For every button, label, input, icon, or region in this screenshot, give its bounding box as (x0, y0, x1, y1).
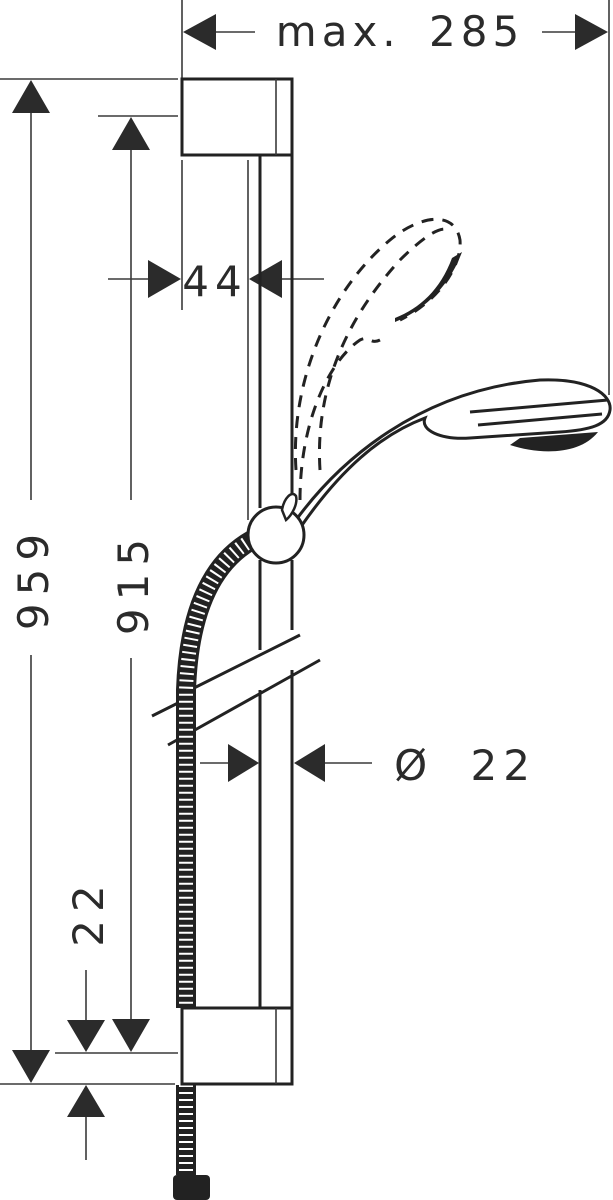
slide-rail (151, 155, 321, 1008)
slider-holder (246, 492, 306, 565)
max-reach-value: 285 (429, 7, 524, 56)
bracket-offset-value: 44 (182, 257, 247, 306)
shower-hose (173, 531, 258, 1200)
dimension-bracket-offset: 44 (108, 160, 324, 520)
hand-shower-alternate-position (293, 217, 462, 501)
bracket-height-value: 22 (64, 877, 113, 946)
dimension-overall-height: 959 (0, 78, 178, 1085)
rail-diameter-value: 22 (470, 741, 535, 790)
dimension-bracket-height: 22 (64, 877, 113, 1160)
hand-shower (294, 378, 612, 531)
bracket-spacing-value: 915 (109, 531, 158, 635)
diameter-symbol: Ø (394, 741, 433, 790)
bottom-wall-bracket (180, 1006, 294, 1086)
svg-text:max. 285: max. 285 (276, 7, 524, 56)
dimension-max-reach: max. 285 (181, 0, 610, 395)
overall-height-value: 959 (9, 526, 58, 630)
top-wall-bracket (180, 77, 294, 157)
svg-text:Ø 22: Ø 22 (394, 741, 536, 790)
dimension-rail-diameter: Ø 22 (200, 741, 536, 790)
hose-nut (173, 1175, 210, 1200)
max-reach-prefix: max. (276, 7, 401, 56)
dimension-bracket-spacing: 915 (55, 115, 178, 1054)
